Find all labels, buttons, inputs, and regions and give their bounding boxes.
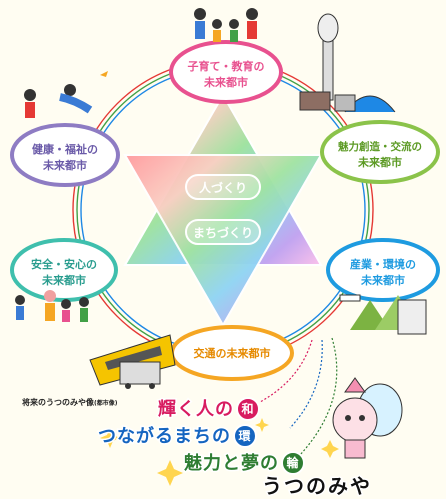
slogan-line-2: つながるまちの環 [97, 422, 257, 449]
pill-hitozukuri: 人づくり [199, 180, 247, 195]
svg-text:未来都市: 未来都市 [42, 158, 87, 172]
node-charm-exchange: 魅力創造・交流の 未来都市 [320, 120, 440, 184]
family-illustration [194, 8, 258, 42]
svg-text:子育て・教育の: 子育て・教育の [188, 59, 265, 73]
train-bus-illustration [89, 334, 176, 389]
node-traffic: 交通の未来都市 [170, 325, 294, 381]
circle-wa-ring: 環 [233, 424, 257, 448]
exercise-illustration [24, 71, 108, 118]
mascot-name-text: うつのみや [261, 473, 372, 499]
svg-text:未来都市: 未来都市 [360, 273, 405, 287]
factory-illustration [339, 294, 427, 335]
svg-text:未来都市: 未来都市 [357, 155, 402, 169]
node-industry-environment: 産業・環境の 未来都市 [326, 238, 440, 302]
svg-text:安全・安心の: 安全・安心の [31, 257, 97, 271]
node-safety-security: 安全・安心の 未来都市 [10, 238, 118, 302]
circle-wa-wheel: 輪 [281, 451, 305, 475]
hexagram [123, 92, 323, 328]
center-pill-hito: 人づくり [185, 174, 261, 200]
sparkle-decorations [100, 418, 339, 486]
mascot-fairy-illustration [332, 377, 403, 459]
pill-machizukuri: まちづくり [193, 225, 253, 240]
svg-text:魅力創造・交流の: 魅力創造・交流の [338, 140, 422, 153]
town-tower-illustration [299, 13, 396, 113]
svg-text:産業・環境の: 産業・環境の [350, 257, 416, 271]
svg-text:未来都市: 未来都市 [203, 75, 248, 89]
node-child-education: 子育て・教育の 未来都市 [169, 40, 283, 104]
slogan-line-1: 輝く人の和 [157, 395, 260, 422]
svg-text:健康・福祉の: 健康・福祉の [32, 142, 98, 156]
node-health-welfare: 健康・福祉の 未来都市 [10, 123, 120, 187]
circle-wa: 和 [236, 397, 260, 421]
svg-text:交通の未来都市: 交通の未来都市 [194, 346, 271, 360]
connector-lines [259, 337, 338, 456]
caption-future-vision: 将来のうつのみや像(都市像) [22, 398, 118, 407]
children-guard-illustration [15, 290, 89, 322]
svg-text:未来都市: 未来都市 [41, 273, 86, 287]
slogan-line-3: 魅力と夢の輪 [183, 449, 305, 476]
center-pill-machi: まちづくり [185, 219, 261, 245]
